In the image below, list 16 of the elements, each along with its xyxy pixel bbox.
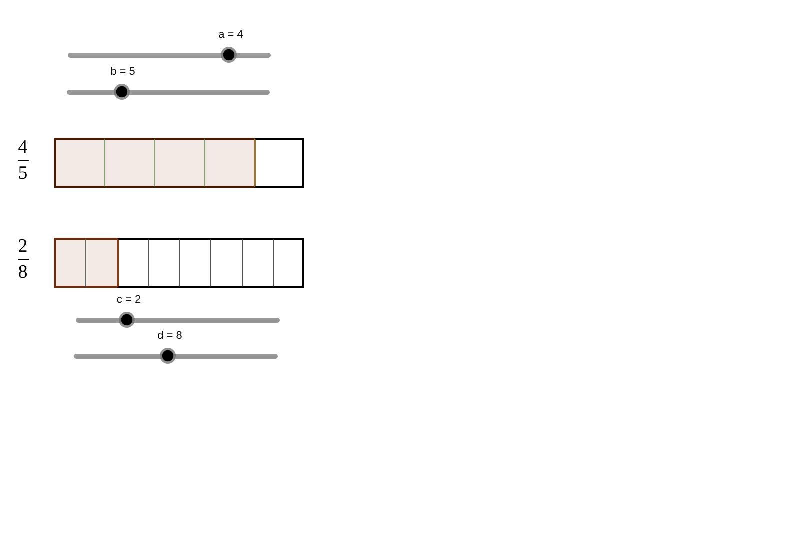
shaded-cell xyxy=(104,138,154,188)
shaded-cell xyxy=(154,138,204,188)
fraction-numerator: 4 xyxy=(18,138,28,157)
fraction-bar xyxy=(54,138,304,188)
fraction-denominator: 8 xyxy=(18,263,28,282)
shaded-cell xyxy=(85,238,116,288)
fraction-numerator: 2 xyxy=(18,237,28,256)
shaded-cell xyxy=(204,138,254,188)
fraction-bar xyxy=(54,238,304,288)
shaded-cell xyxy=(54,238,86,288)
slider-value-label: d = 8 xyxy=(158,330,182,343)
fraction-denominator: 5 xyxy=(18,164,28,183)
slider-value-label: a = 4 xyxy=(218,29,244,42)
shaded-cell xyxy=(54,138,104,188)
slider-value-label: b = 5 xyxy=(110,66,136,79)
slider-value-label: c = 2 xyxy=(116,294,142,307)
